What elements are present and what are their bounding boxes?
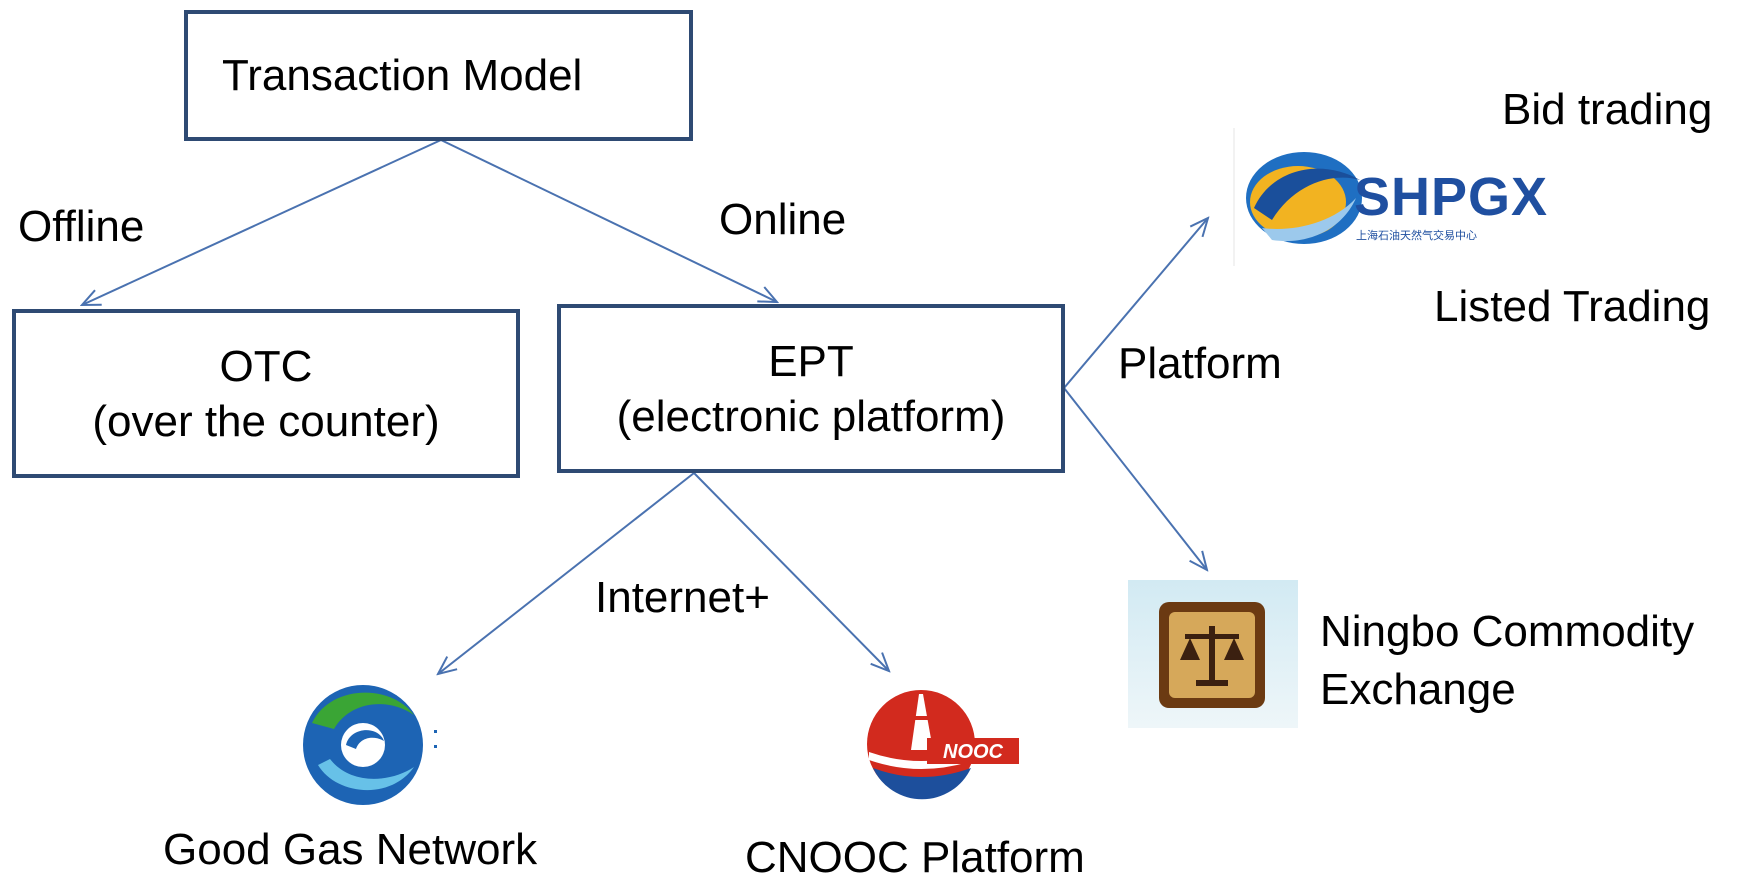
cnooc-emblem-icon [867, 690, 1019, 800]
good-gas-emblem-icon [303, 685, 437, 805]
ningbo-caption-line1: Ningbo Commodity [1320, 607, 1695, 656]
ept-title: EPT [768, 336, 854, 386]
otc-box: OTC (over the counter) [12, 309, 520, 478]
good-gas-logo [290, 675, 440, 815]
shpgx-name: SHPGX [1354, 167, 1549, 227]
listed-trading-label: Listed Trading [1434, 282, 1711, 331]
ept-subtitle: (electronic platform) [616, 391, 1006, 441]
otc-subtitle: (over the counter) [92, 396, 440, 446]
scales-of-justice-icon [1159, 602, 1265, 708]
cnooc-caption: CNOOC Platform [745, 833, 1085, 882]
online-label: Online [719, 195, 847, 244]
otc-title: OTC [219, 341, 313, 391]
shpgx-logo: SHPGX 上海石油天然气交易中心 [1232, 128, 1562, 266]
arrow-model-to-ept [440, 139, 777, 302]
ept-box: EPT (electronic platform) [557, 304, 1065, 473]
arrow-ept-to-cnooc [693, 472, 889, 671]
platform-label: Platform [1118, 339, 1282, 388]
transaction-model-box: Transaction Model [184, 10, 693, 141]
ningbo-caption-line2: Exchange [1320, 665, 1516, 714]
bid-trading-label: Bid trading [1502, 85, 1713, 134]
transaction-model-label: Transaction Model [222, 51, 583, 100]
shpgx-subtitle: 上海石油天然气交易中心 [1356, 229, 1477, 242]
good-gas-caption: Good Gas Network [163, 825, 538, 874]
arrow-ept-to-shpgx [1063, 218, 1208, 389]
cnooc-mark-text: NOOC [943, 741, 1003, 763]
arrow-model-to-otc [82, 139, 442, 305]
ningbo-logo [1128, 580, 1298, 728]
arrow-ept-to-ningbo [1063, 387, 1207, 570]
internet-plus-label: Internet+ [595, 573, 770, 622]
cnooc-logo: NOOC [863, 672, 1023, 812]
arrow-ept-to-goodgas [438, 472, 695, 674]
offline-label: Offline [18, 202, 145, 251]
shpgx-emblem-icon [1233, 128, 1362, 266]
